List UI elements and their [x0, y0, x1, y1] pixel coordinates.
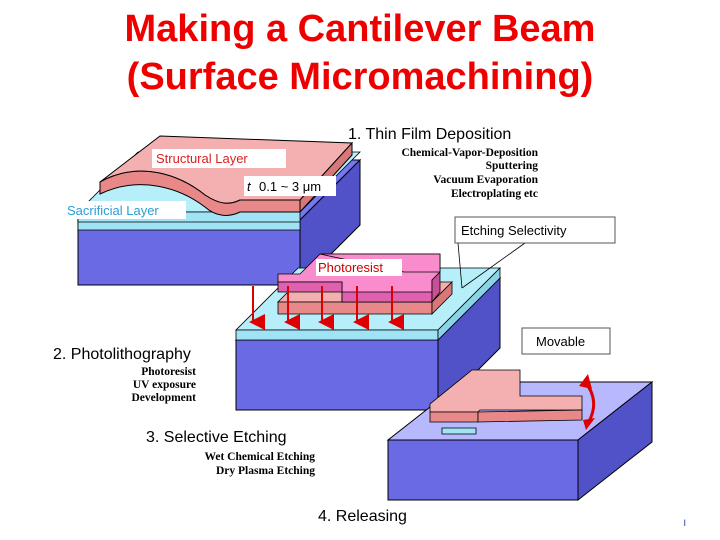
anchor — [441, 427, 477, 435]
step2-label: 2. Photolithography — [53, 346, 191, 363]
etching-selectivity-label: Etching Selectivity — [461, 223, 567, 238]
sacrificial-layer-label: Sacrificial Layer — [67, 203, 159, 218]
movable-box — [521, 327, 611, 355]
step1-detail-4: Electroplating etc — [451, 188, 538, 200]
step2-detail-2: UV exposure — [133, 379, 196, 391]
page-title-line-1: Making a Cantilever Beam — [124, 8, 596, 50]
stage1-substrate-side — [299, 158, 361, 287]
stage4-substrate-front — [387, 439, 579, 501]
step3-detail-2: Dry Plasma Etching — [216, 465, 315, 477]
thickness-value: 0.1 ~ 3 μm — [259, 179, 321, 194]
thickness-symbol: t — [247, 179, 252, 194]
photoresist-label: Photoresist — [318, 260, 383, 275]
cantilever-beam-top — [429, 369, 583, 413]
step3-label: 3. Selective Etching — [146, 429, 287, 446]
page-number: I — [683, 518, 686, 528]
step4-label: 4. Releasing — [318, 508, 407, 525]
movable-label: Movable — [536, 334, 585, 349]
step2-detail-1: Photoresist — [141, 366, 196, 378]
step2-detail-3: Development — [131, 392, 196, 404]
page-title-line-2: (Surface Micromachining) — [126, 56, 594, 98]
etching-selectivity-callout: Etching Selectivity — [454, 216, 616, 289]
structural-layer-label-box — [152, 149, 286, 168]
uv-exposure-arrows — [249, 286, 404, 330]
stage2-block — [234, 253, 502, 412]
step1-detail-1: Chemical-Vapor-Deposition — [401, 147, 538, 159]
stage2-substrate-front — [235, 339, 439, 411]
step1-label: 1. Thin Film Deposition — [348, 126, 511, 143]
step1-detail-2: Sputtering — [486, 160, 539, 172]
etching-selectivity-box — [454, 216, 616, 244]
step1-detail-3: Vacuum Evaporation — [433, 174, 538, 186]
movable-arrow — [579, 374, 596, 430]
step3-detail-1: Wet Chemical Etching — [204, 451, 315, 463]
structural-layer-label: Structural Layer — [156, 151, 248, 166]
